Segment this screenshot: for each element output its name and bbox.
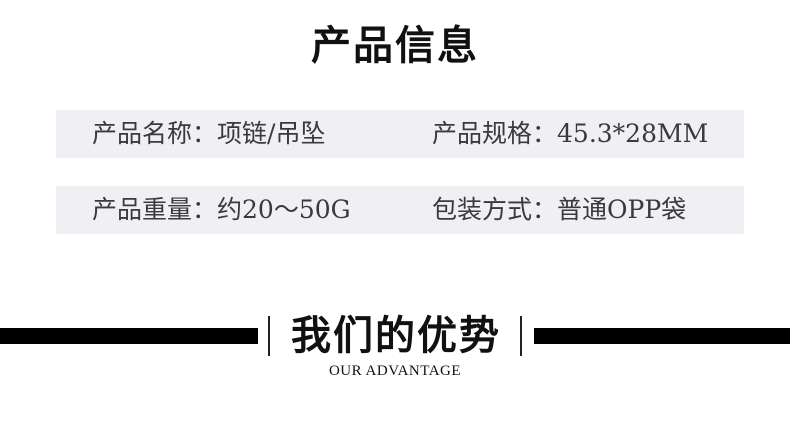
info-value: 普通OPP袋 — [557, 195, 687, 224]
divider-tick-left — [268, 316, 270, 356]
info-cell-packaging: 包装方式：普通OPP袋 — [432, 186, 686, 234]
page-title: 产品信息 — [311, 23, 479, 69]
info-label: 产品规格： — [432, 119, 558, 148]
divider-bar-left — [0, 328, 258, 344]
info-value: 45.3*28MM — [557, 119, 709, 148]
info-cell-product-name: 产品名称：项链/吊坠 — [92, 110, 325, 158]
divider-tick-right — [520, 316, 522, 356]
advantage-title: 我们的优势 — [291, 313, 501, 359]
info-cell-product-weight: 产品重量：约20～50G — [92, 186, 351, 234]
info-value: 项链/吊坠 — [217, 119, 326, 148]
divider-bar-right — [534, 328, 790, 344]
info-row-2: 产品重量：约20～50G 包装方式：普通OPP袋 — [56, 186, 744, 234]
info-label: 产品重量： — [92, 195, 218, 224]
info-value: 约20～50G — [217, 195, 351, 224]
info-label: 产品名称： — [92, 119, 218, 148]
info-cell-product-spec: 产品规格：45.3*28MM — [432, 110, 708, 158]
info-row-1: 产品名称：项链/吊坠 产品规格：45.3*28MM — [56, 110, 744, 158]
info-label: 包装方式： — [432, 195, 558, 224]
advantage-subtitle: OUR ADVANTAGE — [328, 363, 462, 379]
